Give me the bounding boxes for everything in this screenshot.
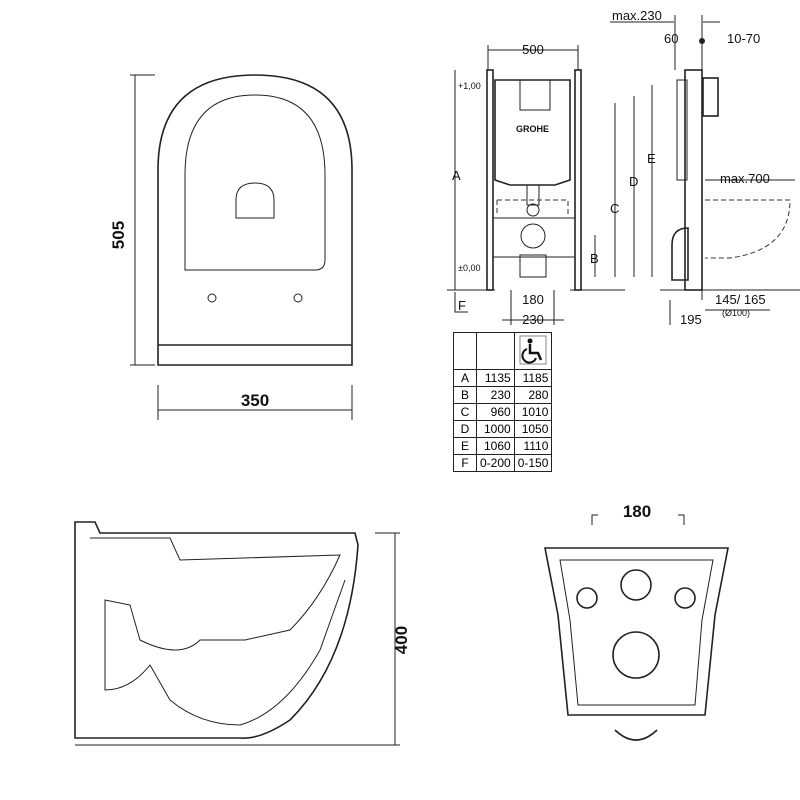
level-bottom: ±0,00 [458, 263, 480, 273]
max-depth-label: max.230 [612, 8, 662, 23]
row-key: B [453, 386, 477, 404]
dim-180: 180 [522, 292, 544, 307]
projection-label: max.700 [720, 171, 770, 186]
row-standard: 1060 [476, 437, 515, 455]
row-standard: 230 [476, 386, 515, 404]
dim-e: E [647, 151, 656, 166]
dim-d: D [629, 174, 638, 189]
wheelchair-icon [513, 332, 553, 370]
seat-height-label: 505 [109, 221, 128, 249]
seat-width-label: 350 [241, 391, 269, 410]
row-accessible: 1010 [513, 403, 553, 421]
frame-width-label: 500 [522, 42, 544, 57]
side-bottom-label: 195 [680, 312, 702, 327]
level-top: +1,00 [458, 81, 481, 91]
row-standard: 960 [476, 403, 515, 421]
row-key: D [453, 420, 477, 438]
row-accessible: 1050 [513, 420, 553, 438]
frame-front-view: 500 GROHE A +1,00 ±0,00 B C D E F 180 23… [447, 42, 656, 327]
bowl-back-view: 180 [544, 502, 729, 741]
side-bottom-right-label: 145/ 165 [715, 292, 766, 307]
bowl-side-view: 400 [74, 521, 411, 746]
row-accessible: 280 [513, 386, 553, 404]
row-standard: 1000 [476, 420, 515, 438]
dim-f: F [458, 298, 466, 313]
offset-label: 60 [664, 31, 678, 46]
bowl-height-label: 400 [392, 626, 411, 654]
row-key: C [453, 403, 477, 421]
dim-c: C [610, 201, 619, 216]
row-key: F [453, 454, 477, 472]
row-standard: 0-200 [476, 454, 515, 472]
wall-label: 10-70 [727, 31, 760, 46]
row-accessible: 1185 [513, 369, 553, 387]
row-key: A [453, 369, 477, 387]
row-accessible: 0-150 [513, 454, 553, 472]
row-key: E [453, 437, 477, 455]
row-accessible: 1110 [513, 437, 553, 455]
pipe-diameter-label: (Ø100) [722, 308, 750, 318]
seat-top-view: 505 350 [109, 74, 353, 420]
dim-a: A [452, 168, 461, 183]
frame-side-view: max.230 60 10-70 max.700 195 145/ 165 (Ø… [610, 8, 800, 327]
dim-b: B [590, 251, 599, 266]
back-width-label: 180 [623, 502, 651, 521]
row-standard: 1135 [476, 369, 515, 387]
grohe-logo: GROHE [516, 124, 549, 134]
dim-230: 230 [522, 312, 544, 327]
